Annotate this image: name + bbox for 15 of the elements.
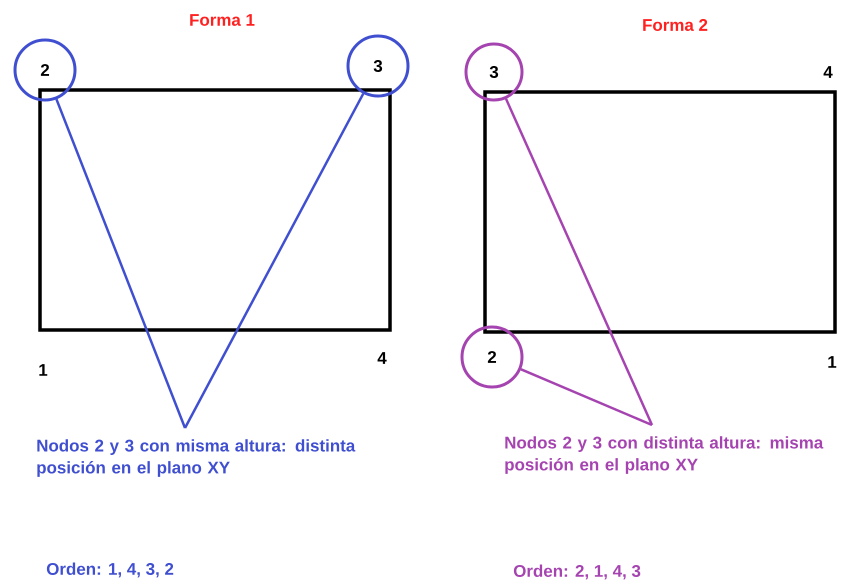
leader-line: [184, 93, 364, 429]
leader-line: [504, 98, 654, 426]
heading: Forma 1: [190, 14, 254, 26]
rectangle: [38, 88, 392, 332]
rectangle: [483, 90, 837, 334]
note-text: Nodos 2 y 3 con misma altura: distinta posición en el plano XY: [37, 439, 356, 477]
order-note: Orden: 1, 4, 3, 2: [46, 562, 174, 578]
leader-line: [520, 368, 652, 426]
corner-number: 1: [828, 356, 836, 368]
corner-number: 1: [39, 364, 48, 376]
order-note: Orden: 2, 1, 4, 3: [514, 564, 640, 580]
heading: Forma 2: [643, 19, 708, 31]
leader-line: [55, 98, 186, 428]
corner-number: 4: [378, 352, 387, 364]
note-text: Nodos 2 y 3 con distinta altura: misma posición en el plano XY: [505, 436, 824, 474]
